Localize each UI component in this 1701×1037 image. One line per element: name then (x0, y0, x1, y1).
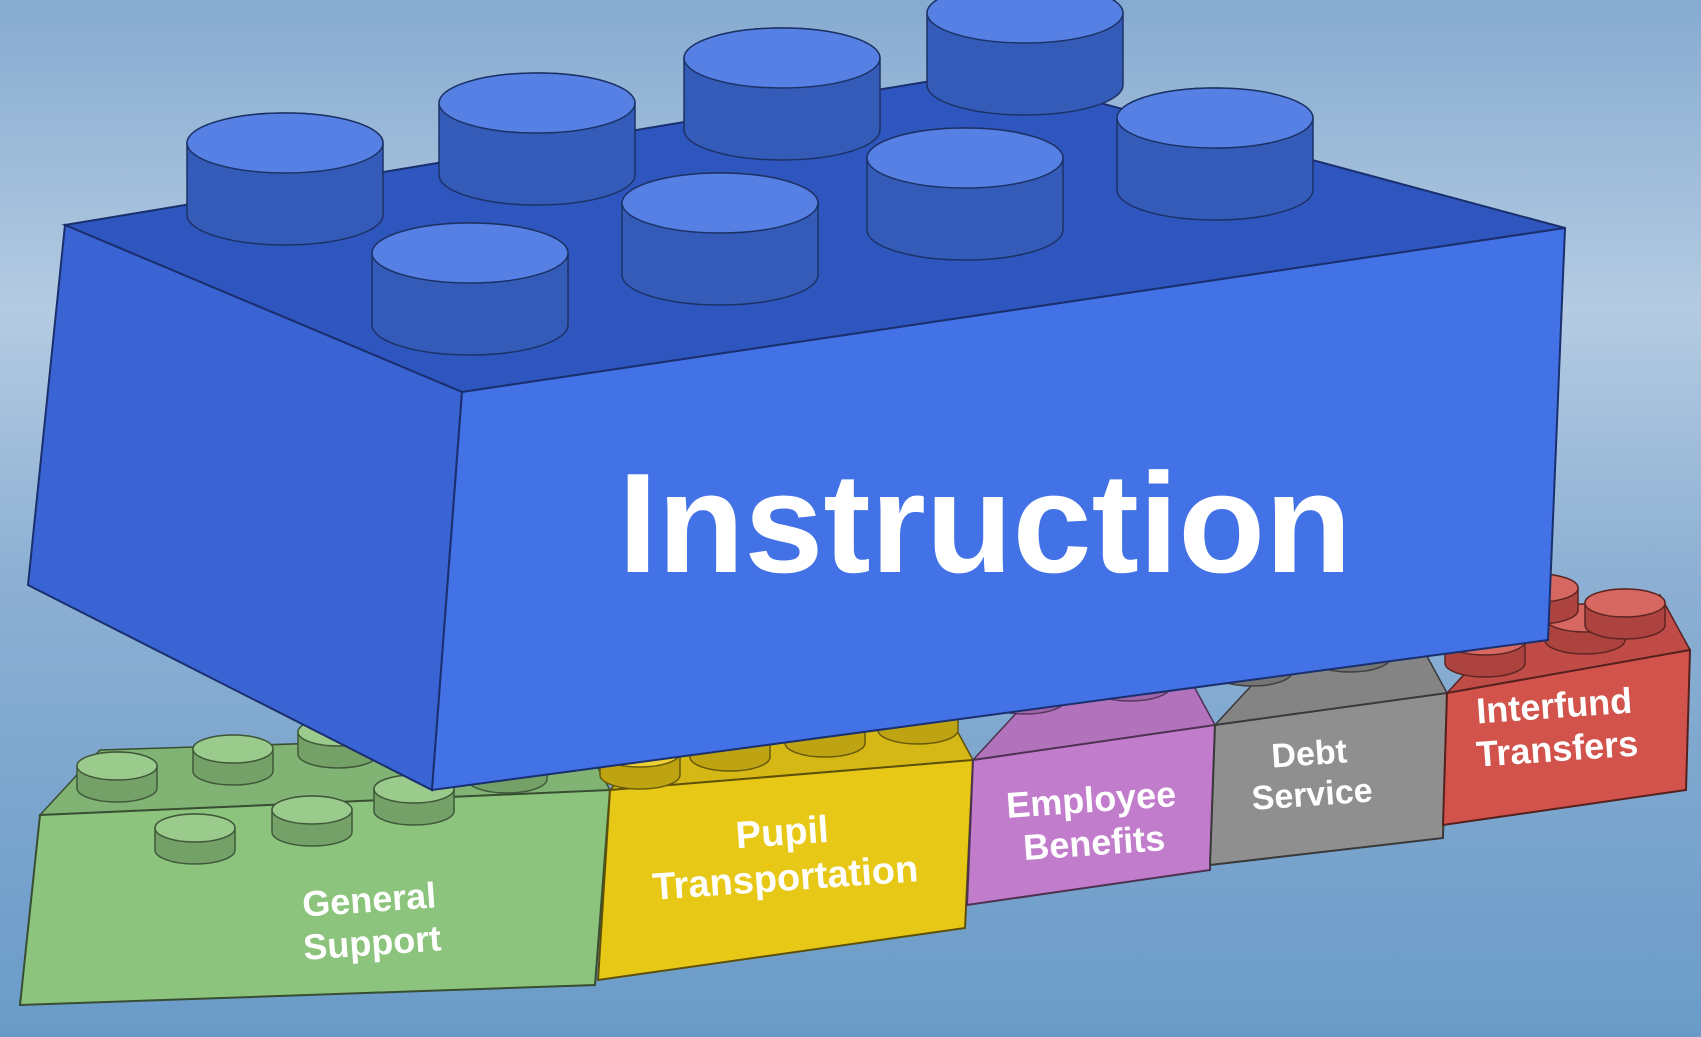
instruction-stud-5 (371, 222, 569, 356)
instruction-stud-6 (621, 172, 819, 306)
general-support-label-line-2: Support (302, 917, 443, 968)
instruction-label: Instruction (618, 444, 1352, 603)
interfund-transfers-stud-5 (1584, 588, 1666, 640)
instruction-stud-1 (186, 112, 384, 246)
pupil-transportation-label-line-1: Pupil (734, 809, 830, 857)
instruction-stud-8 (1116, 87, 1314, 221)
general-support-stud-6 (271, 795, 353, 847)
debt-service-label-line-2: Service (1250, 772, 1373, 818)
instruction-stud-4 (926, 0, 1124, 116)
general-support-stud-1 (76, 751, 158, 803)
debt-service-label: DebtService (1248, 731, 1374, 818)
general-support-stud-2 (192, 734, 274, 786)
instruction-stud-7 (866, 127, 1064, 261)
general-support-label: GeneralSupport (299, 874, 443, 968)
debt-service-front-face (1208, 691, 1449, 867)
instruction-brick-studs (186, 0, 1314, 356)
interfund-transfers-front-face (1441, 648, 1692, 827)
general-support-stud-5 (154, 813, 236, 865)
employee-benefits-label-line-2: Benefits (1022, 817, 1167, 868)
instruction-brick: Instruction (26, 0, 1567, 792)
instruction-stud-2 (438, 72, 636, 206)
debt-service-label-line-1: Debt (1270, 732, 1348, 775)
instruction-brick-front-face (430, 226, 1567, 792)
employee-benefits-front-face (965, 723, 1217, 907)
pupil-transportation-front-face (596, 758, 975, 982)
general-support-label-line-1: General (301, 874, 438, 924)
instruction-stud-3 (683, 27, 881, 161)
